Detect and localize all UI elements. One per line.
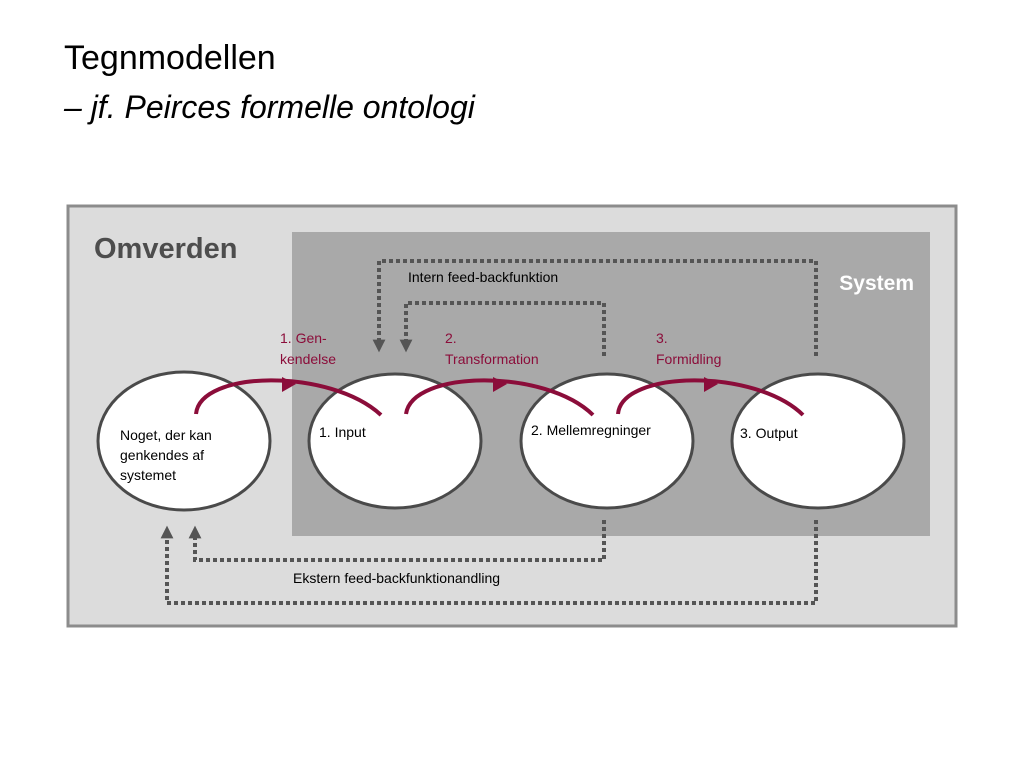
environment-label: Omverden [94,233,237,265]
mediation-arrow [616,378,805,417]
environment-node-label: Noget, der kan genkendes af systemet [120,427,216,483]
internal-feedback-outer-line [372,259,818,356]
internal-feedback-lines [372,259,818,356]
transformation-arrowhead [493,377,507,392]
environment-node-ellipse [96,370,272,512]
external-feedback-label: Ekstern feed-backfunktionandling [293,570,500,586]
recognition-arrow [194,378,383,417]
internal-feedback-label: Intern feed-backfunktion [408,269,558,285]
intermediate-node-ellipse [519,372,695,510]
page-subtitle: – jf. Peirces formelle ontologi [64,89,475,125]
external-feedback-outer-line [160,520,818,605]
transformation-arrow [404,378,595,417]
process-arrows [194,378,805,417]
external-feedback-lines [160,520,818,605]
output-node-ellipse [730,372,906,510]
nodes [96,370,906,512]
intermediate-node-label: 2. Mellemregninger [531,422,651,438]
external-feedback-inner-line [188,520,606,562]
input-node-ellipse [307,372,483,510]
transformation-label: 2. Transformation [445,330,539,367]
mediation-arrowhead [704,377,718,392]
page-title: Tegnmodellen [64,39,276,77]
process-arrowheads [282,377,718,392]
output-node-label: 3. Output [740,425,798,441]
system-label: System [839,272,914,295]
mediation-label: 3. Formidling [656,330,721,367]
recognition-arrowhead [282,377,296,392]
input-node-label: 1. Input [319,424,366,440]
recognition-label: 1. Gen- kendelse [280,330,336,367]
